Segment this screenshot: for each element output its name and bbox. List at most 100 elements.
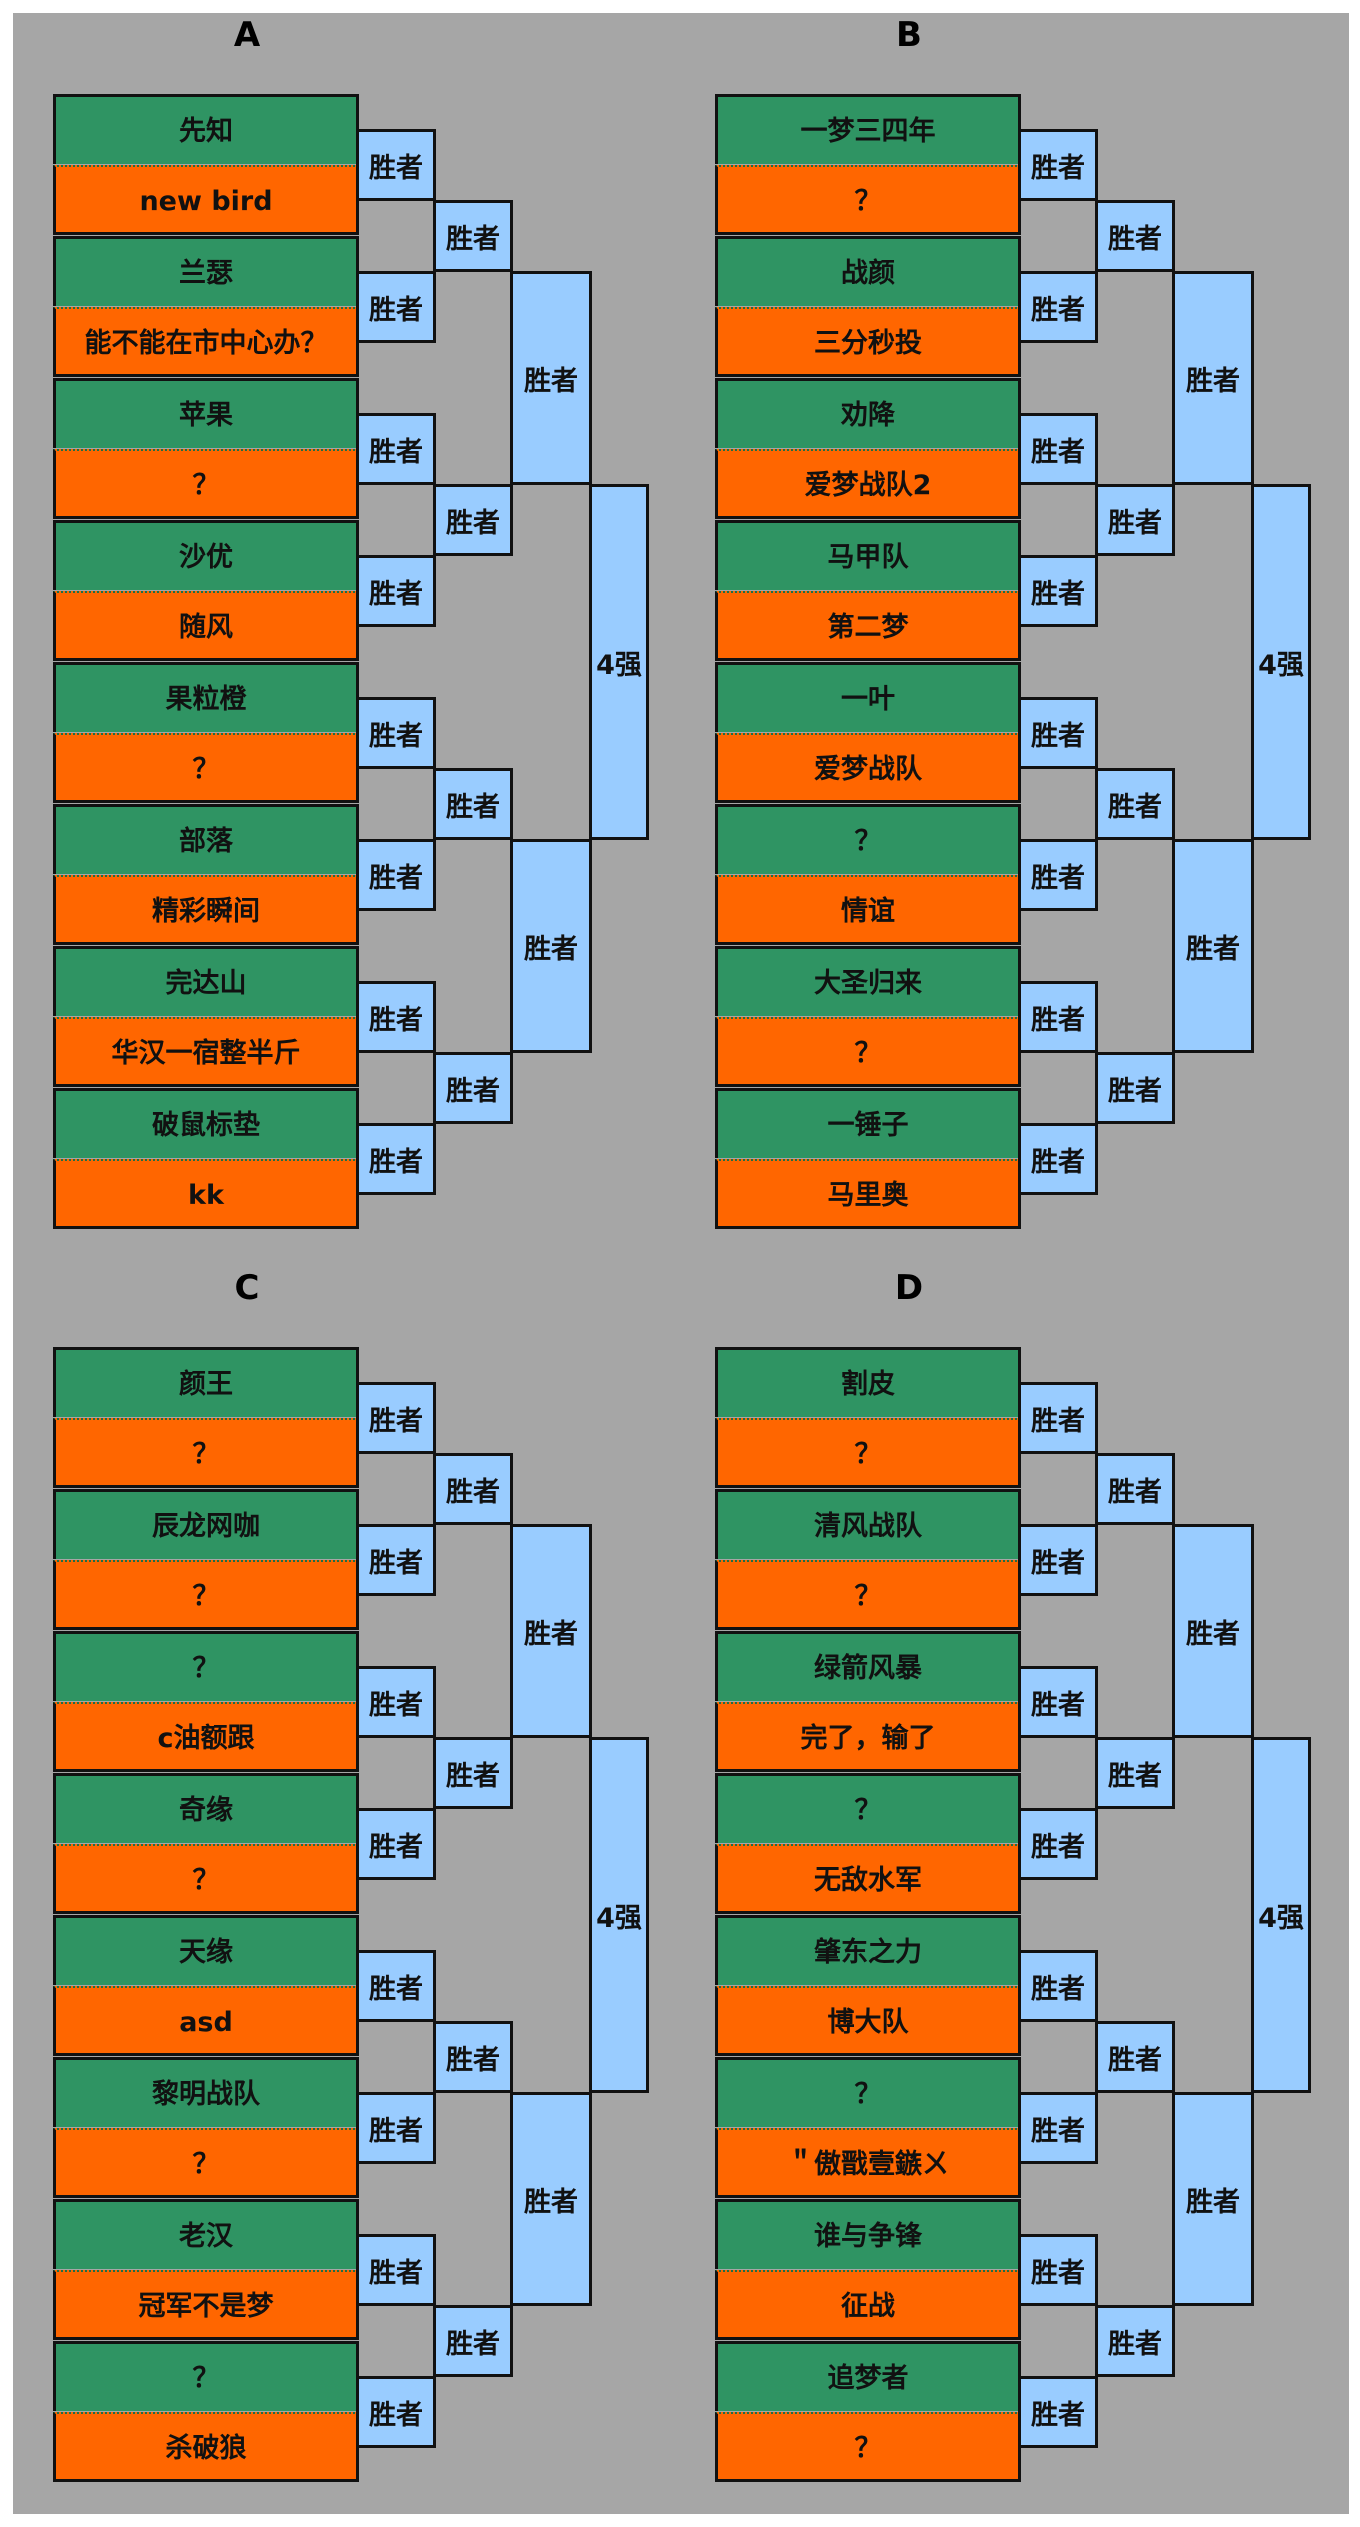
round1-winner-box: 胜者 — [1018, 839, 1098, 911]
team-cell: 割皮 — [715, 1347, 1021, 1417]
team-cell: 一梦三四年 — [715, 94, 1021, 164]
team-cell: 追梦者 — [715, 2341, 1021, 2411]
round1-winner-box: 胜者 — [1018, 271, 1098, 343]
round1-winner-box: 胜者 — [1018, 1808, 1098, 1880]
round1-winner-box: 胜者 — [356, 2376, 436, 2448]
group-title: D — [894, 1268, 924, 1308]
team-cell: 完达山 — [53, 946, 359, 1016]
round1-winner-box: 胜者 — [1018, 413, 1098, 485]
final-four-box: 4强 — [589, 1737, 649, 2093]
team-cell: 大圣归来 — [715, 946, 1021, 1016]
team-cell: ＂傲戬壹鏃ㄨ — [715, 2128, 1021, 2198]
round1-winner-box: 胜者 — [1018, 1666, 1098, 1738]
round2-winner-box: 胜者 — [433, 484, 513, 556]
round2-winner-box: 胜者 — [433, 200, 513, 272]
team-cell: 颜王 — [53, 1347, 359, 1417]
round1-winner-box: 胜者 — [1018, 981, 1098, 1053]
round2-winner-box: 胜者 — [1095, 2021, 1175, 2093]
team-cell: asd — [53, 1986, 359, 2056]
team-cell: ？ — [53, 2341, 359, 2411]
round1-winner-box: 胜者 — [356, 1382, 436, 1454]
round1-winner-box: 胜者 — [356, 2092, 436, 2164]
team-cell: 博大队 — [715, 1986, 1021, 2056]
team-cell: ？ — [53, 2128, 359, 2198]
round1-winner-box: 胜者 — [1018, 555, 1098, 627]
team-cell: 肇东之力 — [715, 1915, 1021, 1985]
team-cell: 兰瑟 — [53, 236, 359, 306]
round3-winner-box: 胜者 — [510, 839, 592, 1053]
team-cell: ？ — [715, 1017, 1021, 1087]
final-four-box: 4强 — [589, 484, 649, 840]
team-cell: 劝降 — [715, 378, 1021, 448]
round1-winner-box: 胜者 — [356, 697, 436, 769]
round3-winner-box: 胜者 — [1172, 839, 1254, 1053]
round1-winner-box: 胜者 — [356, 1524, 436, 1596]
round2-winner-box: 胜者 — [433, 768, 513, 840]
round2-winner-box: 胜者 — [1095, 2305, 1175, 2377]
round1-winner-box: 胜者 — [356, 1808, 436, 1880]
team-cell: ？ — [53, 1418, 359, 1488]
round3-winner-box: 胜者 — [1172, 2092, 1254, 2306]
round2-winner-box: 胜者 — [433, 1052, 513, 1124]
round1-winner-box: 胜者 — [356, 981, 436, 1053]
round1-winner-box: 胜者 — [1018, 2234, 1098, 2306]
team-cell: 爱梦战队 — [715, 733, 1021, 803]
round1-winner-box: 胜者 — [1018, 2376, 1098, 2448]
round2-winner-box: 胜者 — [1095, 1052, 1175, 1124]
team-cell: ？ — [715, 1773, 1021, 1843]
team-cell: 杀破狼 — [53, 2412, 359, 2482]
round3-winner-box: 胜者 — [510, 1524, 592, 1738]
team-cell: 一锤子 — [715, 1088, 1021, 1158]
team-cell: 完了，输了 — [715, 1702, 1021, 1772]
team-cell: ？ — [715, 1560, 1021, 1630]
round3-winner-box: 胜者 — [510, 2092, 592, 2306]
team-cell: 沙优 — [53, 520, 359, 590]
team-cell: 随风 — [53, 591, 359, 661]
round2-winner-box: 胜者 — [433, 2021, 513, 2093]
team-cell: ？ — [53, 1560, 359, 1630]
team-cell: 马甲队 — [715, 520, 1021, 590]
round2-winner-box: 胜者 — [1095, 768, 1175, 840]
round2-winner-box: 胜者 — [1095, 1737, 1175, 1809]
team-cell: 先知 — [53, 94, 359, 164]
group-title: A — [233, 15, 261, 55]
team-cell: c油额跟 — [53, 1702, 359, 1772]
team-cell: ？ — [53, 1844, 359, 1914]
team-cell: 奇缘 — [53, 1773, 359, 1843]
round3-winner-box: 胜者 — [510, 271, 592, 485]
team-cell: 三分秒投 — [715, 307, 1021, 377]
round2-winner-box: 胜者 — [1095, 484, 1175, 556]
team-cell: 谁与争锋 — [715, 2199, 1021, 2269]
round3-winner-box: 胜者 — [1172, 1524, 1254, 1738]
round1-winner-box: 胜者 — [1018, 1950, 1098, 2022]
team-cell: 绿箭风暴 — [715, 1631, 1021, 1701]
round1-winner-box: 胜者 — [1018, 1524, 1098, 1596]
round1-winner-box: 胜者 — [356, 2234, 436, 2306]
team-cell: 华汉一宿整半斤 — [53, 1017, 359, 1087]
round2-winner-box: 胜者 — [433, 1737, 513, 1809]
team-cell: kk — [53, 1159, 359, 1229]
team-cell: 第二梦 — [715, 591, 1021, 661]
round1-winner-box: 胜者 — [1018, 129, 1098, 201]
round1-winner-box: 胜者 — [1018, 1382, 1098, 1454]
team-cell: 能不能在市中心办？ — [53, 307, 359, 377]
team-cell: 老汉 — [53, 2199, 359, 2269]
round2-winner-box: 胜者 — [433, 1453, 513, 1525]
team-cell: 征战 — [715, 2270, 1021, 2340]
round2-winner-box: 胜者 — [1095, 200, 1175, 272]
team-cell: 清风战队 — [715, 1489, 1021, 1559]
final-four-box: 4强 — [1251, 1737, 1311, 2093]
team-cell: ？ — [715, 2057, 1021, 2127]
team-cell: 冠军不是梦 — [53, 2270, 359, 2340]
team-cell: 苹果 — [53, 378, 359, 448]
round1-winner-box: 胜者 — [356, 1666, 436, 1738]
team-cell: ？ — [715, 1418, 1021, 1488]
round1-winner-box: 胜者 — [356, 271, 436, 343]
team-cell: 马里奥 — [715, 1159, 1021, 1229]
team-cell: 精彩瞬间 — [53, 875, 359, 945]
team-cell: ？ — [715, 2412, 1021, 2482]
group-title: C — [234, 1268, 260, 1308]
